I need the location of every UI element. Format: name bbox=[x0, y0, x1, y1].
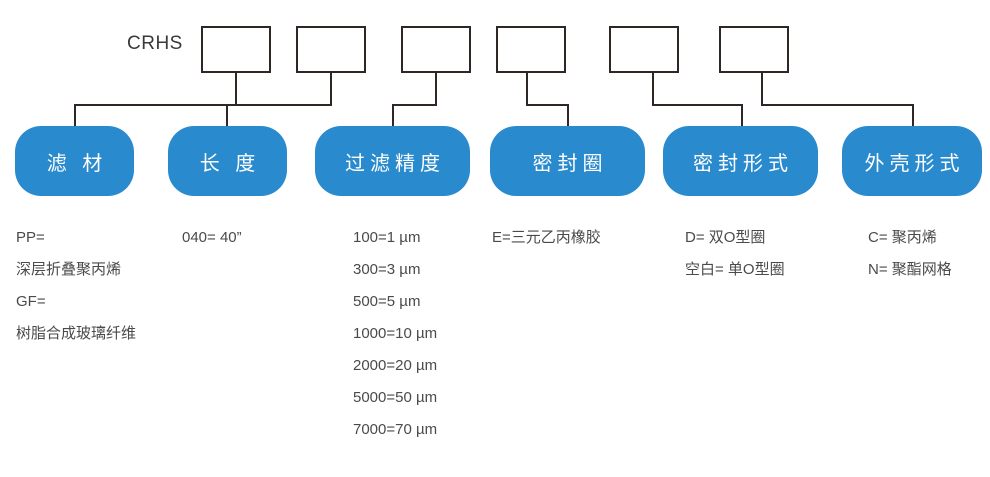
category-label: 密封形式 bbox=[693, 152, 793, 175]
category-pill-length[interactable]: 长 度 bbox=[168, 126, 287, 196]
connector-6-bridge bbox=[761, 104, 914, 106]
connector-1-stem bbox=[235, 73, 237, 106]
option-line: 300=3 µm bbox=[353, 261, 421, 278]
options-o-ring: E=三元乙丙橡胶 bbox=[492, 222, 601, 254]
connector-3-bridge bbox=[392, 104, 437, 106]
connector-2-drop bbox=[226, 104, 228, 126]
option-line: 空白= 单O型圈 bbox=[685, 261, 785, 278]
connector-6-stem bbox=[761, 73, 763, 106]
options-length: 040= 40” bbox=[182, 222, 242, 254]
option-line: PP= bbox=[16, 229, 45, 246]
category-pill-filter-media[interactable]: 滤 材 bbox=[15, 126, 134, 196]
category-label: 滤 材 bbox=[46, 152, 108, 175]
category-label: 外壳形式 bbox=[864, 152, 965, 175]
connector-4-stem bbox=[526, 73, 528, 106]
option-line: GF= bbox=[16, 293, 46, 310]
code-slot-4[interactable] bbox=[496, 26, 566, 73]
connector-6-drop bbox=[912, 104, 914, 126]
code-prefix-label: CRHS bbox=[127, 33, 183, 54]
connector-2-bridge bbox=[226, 104, 332, 106]
options-filtration-rating: 100=1 µm 300=3 µm 500=5 µm 1000=10 µm 20… bbox=[353, 222, 437, 446]
option-line: 500=5 µm bbox=[353, 293, 421, 310]
connector-5-stem bbox=[652, 73, 654, 106]
option-line: 100=1 µm bbox=[353, 229, 421, 246]
connector-2-stem bbox=[330, 73, 332, 106]
category-label: 过滤精度 bbox=[345, 152, 445, 175]
connector-1-drop bbox=[74, 104, 76, 126]
category-pill-seal-type[interactable]: 密封形式 bbox=[663, 126, 818, 196]
option-line: 深层折叠聚丙烯 bbox=[16, 261, 122, 278]
code-slot-2[interactable] bbox=[296, 26, 366, 73]
category-label: 长 度 bbox=[199, 152, 261, 175]
option-line: 2000=20 µm bbox=[353, 357, 438, 374]
connector-3-drop bbox=[392, 104, 394, 126]
option-line: 树脂合成玻璃纤维 bbox=[16, 325, 137, 342]
option-line: 040= 40” bbox=[182, 229, 242, 246]
connector-3-stem bbox=[435, 73, 437, 106]
category-label: 密封圈 bbox=[532, 152, 608, 175]
option-line: E=三元乙丙橡胶 bbox=[492, 229, 601, 246]
option-line: 7000=70 µm bbox=[353, 421, 438, 438]
connector-4-drop bbox=[567, 104, 569, 126]
options-housing-type: C= 聚丙烯 N= 聚酯网格 bbox=[868, 222, 952, 286]
option-line: C= 聚丙烯 bbox=[868, 229, 937, 246]
connector-5-drop bbox=[741, 104, 743, 126]
option-line: 5000=50 µm bbox=[353, 389, 438, 406]
options-seal-type: D= 双O型圈 空白= 单O型圈 bbox=[685, 222, 785, 286]
code-slot-3[interactable] bbox=[401, 26, 471, 73]
code-slot-1[interactable] bbox=[201, 26, 271, 73]
option-line: N= 聚酯网格 bbox=[868, 261, 952, 278]
connector-1-bridge bbox=[74, 104, 237, 106]
option-line: 1000=10 µm bbox=[353, 325, 438, 342]
category-pill-o-ring[interactable]: 密封圈 bbox=[490, 126, 645, 196]
option-line: D= 双O型圈 bbox=[685, 229, 766, 246]
connector-4-bridge bbox=[526, 104, 569, 106]
code-slot-6[interactable] bbox=[719, 26, 789, 73]
category-pill-filtration-rating[interactable]: 过滤精度 bbox=[315, 126, 470, 196]
connector-5-bridge bbox=[652, 104, 743, 106]
options-filter-media: PP= 深层折叠聚丙烯 GF= 树脂合成玻璃纤维 bbox=[16, 222, 136, 350]
category-pill-housing-type[interactable]: 外壳形式 bbox=[842, 126, 982, 196]
code-slot-5[interactable] bbox=[609, 26, 679, 73]
